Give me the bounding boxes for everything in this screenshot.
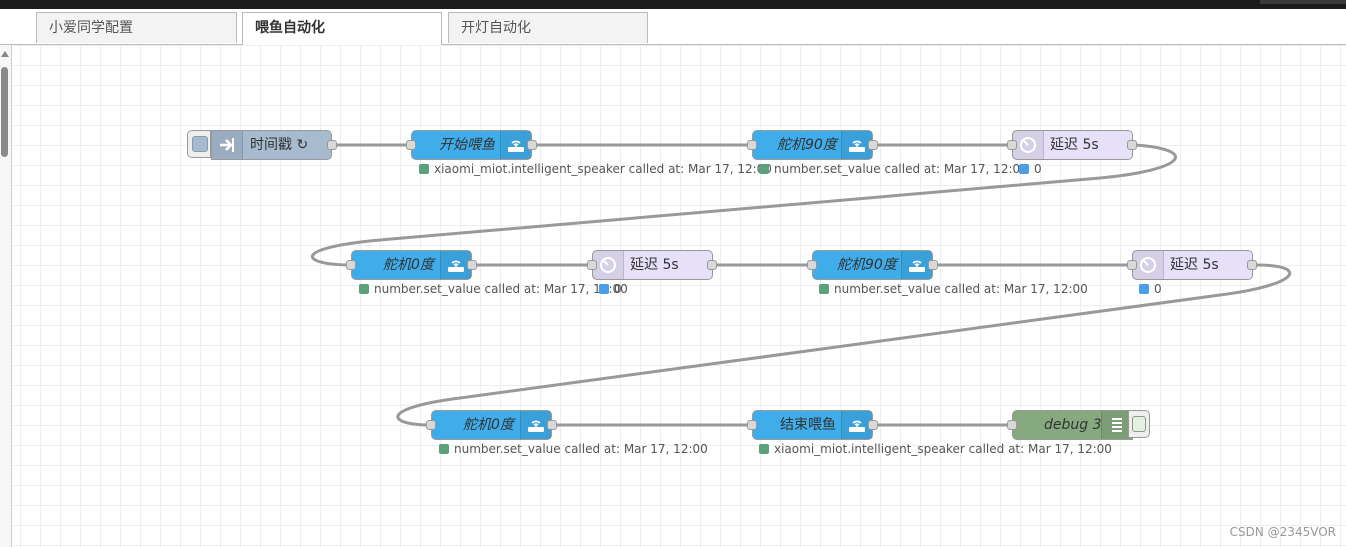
status-dot-green — [759, 164, 769, 174]
servo-90-status: number.set_value called at: Mar 17, 12:0… — [759, 161, 1028, 177]
wire — [396, 263, 1292, 427]
inject-button[interactable] — [187, 130, 211, 158]
servo-0-status: number.set_value called at: Mar 17, 12:0… — [359, 281, 628, 297]
delay-status: 0 — [1139, 281, 1162, 297]
input-port[interactable] — [807, 260, 817, 270]
start-feed-label: 开始喂鱼 — [439, 137, 495, 153]
tab-fish-feeding[interactable]: 喂鱼自动化 — [242, 12, 442, 45]
status-text: number.set_value called at: Mar 17, 12:0… — [834, 282, 1088, 296]
servo-90-label: 舵机90度 — [837, 257, 897, 273]
output-port[interactable] — [547, 420, 557, 430]
status-dot-blue — [599, 284, 609, 294]
input-port[interactable] — [1127, 260, 1137, 270]
end-feed-label: 结束喂鱼 — [780, 417, 836, 433]
input-port[interactable] — [1007, 420, 1017, 430]
vertical-scrollbar[interactable] — [0, 45, 12, 547]
scroll-thumb[interactable] — [1, 67, 8, 157]
watermark: CSDN @2345VOR — [1229, 525, 1336, 539]
servo-90-label: 舵机90度 — [777, 137, 837, 153]
input-port[interactable] — [426, 420, 436, 430]
input-port[interactable] — [587, 260, 597, 270]
servo-0-status: number.set_value called at: Mar 17, 12:0… — [439, 441, 708, 457]
scroll-up-icon[interactable] — [1, 51, 9, 57]
output-port[interactable] — [868, 420, 878, 430]
servo-90-node[interactable]: 舵机90度 — [812, 250, 933, 280]
tab-light-automation[interactable]: 开灯自动化 — [448, 12, 648, 43]
delay-node[interactable]: 延迟 5s — [1132, 250, 1253, 280]
input-port[interactable] — [346, 260, 356, 270]
servo-90-status: number.set_value called at: Mar 17, 12:0… — [819, 281, 1088, 297]
status-dot-blue — [1019, 164, 1029, 174]
output-port[interactable] — [1247, 260, 1257, 270]
output-port[interactable] — [467, 260, 477, 270]
router-icon — [841, 411, 872, 439]
delay-node[interactable]: 延迟 5s — [1012, 130, 1133, 160]
status-dot-green — [359, 284, 369, 294]
servo-0-label: 舵机0度 — [383, 257, 434, 273]
output-port[interactable] — [327, 140, 337, 150]
status-dot-green — [439, 444, 449, 454]
arrow-in-icon — [212, 131, 243, 159]
router-icon — [520, 411, 551, 439]
timer-icon — [1013, 131, 1044, 159]
inject-button-face — [192, 136, 208, 152]
status-text: 0 — [1154, 282, 1162, 296]
router-icon — [901, 251, 932, 279]
end-feed-node[interactable]: 结束喂鱼 — [752, 410, 873, 440]
delay-label: 延迟 5s — [1170, 257, 1219, 273]
delay-status: 0 — [599, 281, 622, 297]
servo-90-node[interactable]: 舵机90度 — [752, 130, 873, 160]
input-port[interactable] — [747, 140, 757, 150]
status-dot-blue — [1139, 284, 1149, 294]
router-icon — [440, 251, 471, 279]
output-port[interactable] — [1127, 140, 1137, 150]
delay-label: 延迟 5s — [630, 257, 679, 273]
inject-node[interactable]: 时间戳 ↻ — [211, 130, 332, 160]
input-port[interactable] — [1007, 140, 1017, 150]
status-text: number.set_value called at: Mar 17, 12:0… — [374, 282, 628, 296]
list-icon — [1101, 411, 1132, 439]
top-bar-accent — [1260, 0, 1346, 4]
timer-icon — [593, 251, 624, 279]
start-feed-node[interactable]: 开始喂鱼 — [411, 130, 532, 160]
wire — [310, 143, 1177, 267]
input-port[interactable] — [406, 140, 416, 150]
debug-label: debug 3 — [1044, 417, 1102, 433]
status-dot-green — [759, 444, 769, 454]
output-port[interactable] — [868, 140, 878, 150]
status-text: number.set_value called at: Mar 17, 12:0… — [774, 162, 1028, 176]
inject-label: 时间戳 ↻ — [250, 137, 309, 153]
status-dot-green — [819, 284, 829, 294]
delay-status: 0 — [1019, 161, 1042, 177]
top-bar — [0, 0, 1346, 9]
end-feed-status: xiaomi_miot.intelligent_speaker called a… — [759, 441, 1112, 457]
start-feed-status: xiaomi_miot.intelligent_speaker called a… — [419, 161, 772, 177]
status-text: number.set_value called at: Mar 17, 12:0… — [454, 442, 708, 456]
status-text: 0 — [614, 282, 622, 296]
router-icon — [841, 131, 872, 159]
flow-tab-bar: 小爱同学配置 喂鱼自动化 开灯自动化 — [0, 9, 1346, 45]
servo-0-label: 舵机0度 — [463, 417, 514, 433]
servo-0-node[interactable]: 舵机0度 — [351, 250, 472, 280]
servo-0-node[interactable]: 舵机0度 — [431, 410, 552, 440]
output-port[interactable] — [928, 260, 938, 270]
debug-toggle-button[interactable] — [1128, 410, 1150, 438]
tab-xiaoai-config[interactable]: 小爱同学配置 — [36, 12, 237, 43]
output-port[interactable] — [527, 140, 537, 150]
input-port[interactable] — [747, 420, 757, 430]
timer-icon — [1133, 251, 1164, 279]
debug-toggle-face — [1132, 416, 1146, 432]
delay-label: 延迟 5s — [1050, 137, 1099, 153]
router-icon — [500, 131, 531, 159]
status-text: xiaomi_miot.intelligent_speaker called a… — [434, 162, 772, 176]
delay-node[interactable]: 延迟 5s — [592, 250, 713, 280]
status-dot-green — [419, 164, 429, 174]
status-text: xiaomi_miot.intelligent_speaker called a… — [774, 442, 1112, 456]
flow-canvas[interactable] — [12, 45, 1346, 547]
status-text: 0 — [1034, 162, 1042, 176]
debug-node[interactable]: debug 3 — [1012, 410, 1133, 440]
output-port[interactable] — [707, 260, 717, 270]
